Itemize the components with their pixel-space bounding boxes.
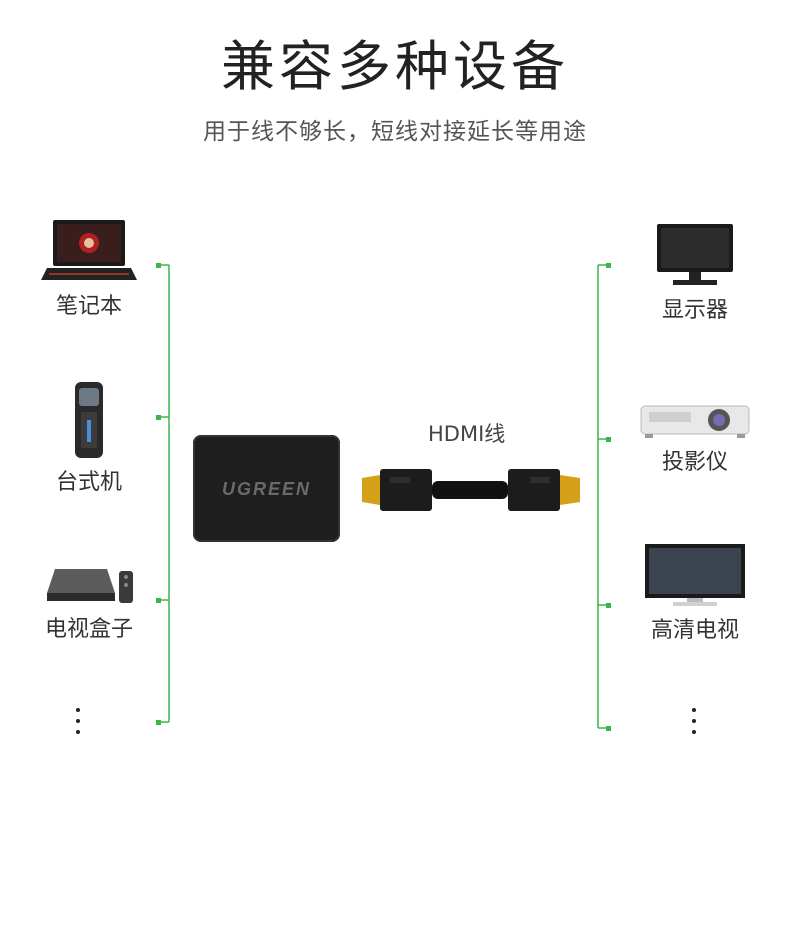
hdmi-cable-icon bbox=[362, 469, 580, 511]
cable-label: HDMI线 bbox=[428, 422, 506, 446]
device-label: 台式机 bbox=[55, 470, 122, 495]
hdmi-adapter: UGREEN bbox=[193, 435, 340, 542]
device-laptop: 笔记本 bbox=[30, 218, 148, 320]
device-label: 笔记本 bbox=[55, 294, 122, 319]
device-projector: 投影仪 bbox=[636, 400, 754, 476]
device-label: 电视盒子 bbox=[44, 617, 133, 642]
page-subtitle: 用于线不够长，短线对接延长等用途 bbox=[203, 119, 587, 145]
more-devices-right bbox=[692, 708, 698, 741]
more-devices-left bbox=[76, 708, 82, 741]
device-label: 显示器 bbox=[661, 298, 728, 323]
device-monitor: 显示器 bbox=[636, 222, 754, 324]
tv-box-icon bbox=[47, 569, 133, 603]
desktop-tower-icon bbox=[75, 382, 103, 458]
adapter-brand: UGREEN bbox=[221, 479, 311, 499]
device-label: 投影仪 bbox=[661, 450, 728, 475]
monitor-icon bbox=[657, 224, 733, 285]
page-title: 兼容多种设备 bbox=[221, 35, 569, 98]
device-desktop: 台式机 bbox=[30, 380, 148, 496]
projector-icon bbox=[640, 405, 750, 438]
device-hdtv: 高清电视 bbox=[636, 542, 754, 644]
device-tv-box: 电视盒子 bbox=[30, 563, 148, 643]
laptop-icon bbox=[41, 220, 137, 280]
hdtv-icon bbox=[645, 544, 745, 606]
device-label: 高清电视 bbox=[650, 618, 739, 643]
